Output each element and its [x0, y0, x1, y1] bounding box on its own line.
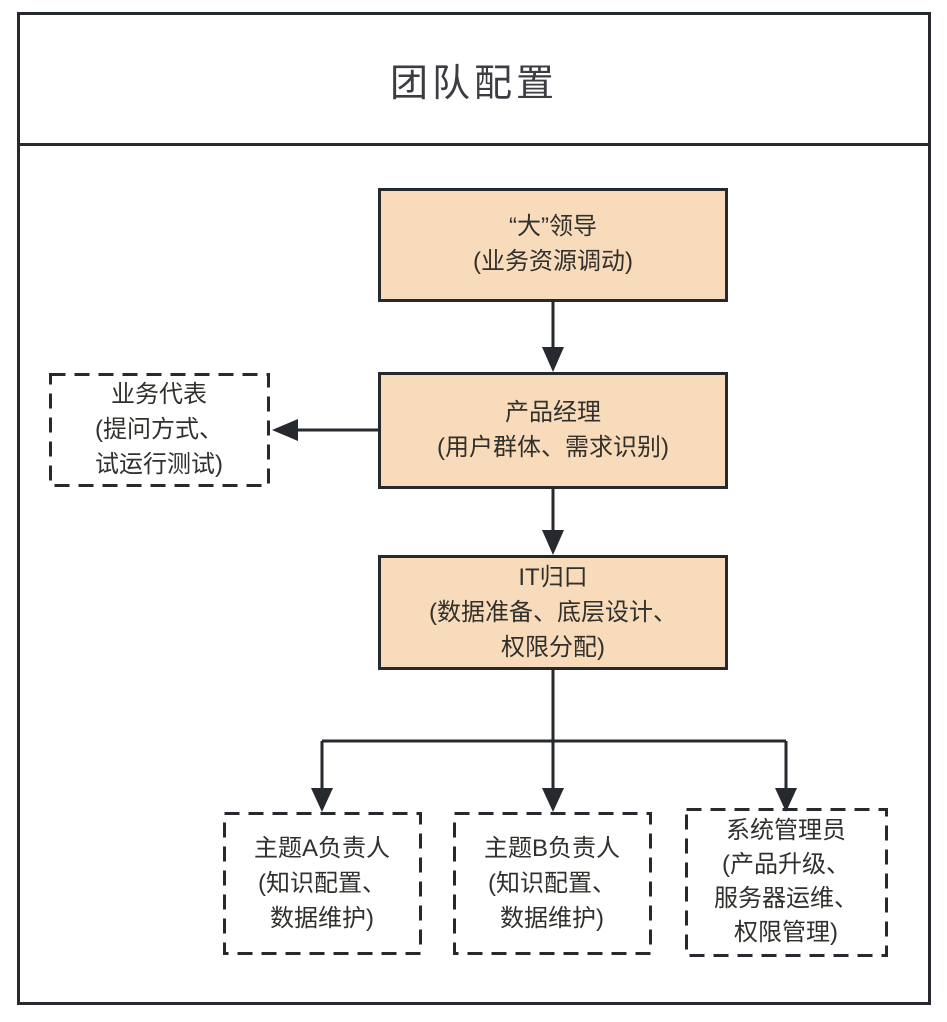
product-manager-box-shape	[378, 372, 728, 489]
arrow-down-icon	[311, 788, 333, 812]
node-sys-admin: 系统管理员 (产品升级、 服务器运维、 权限管理)	[685, 808, 887, 956]
node-line: (知识配置、	[258, 869, 386, 897]
node-line: 权限分配)	[501, 633, 605, 661]
node-it-owner: IT归口 (数据准备、底层设计、 权限分配)	[378, 555, 728, 669]
title-bar: 团队配置	[20, 15, 928, 146]
node-line: 数据维护)	[270, 904, 374, 932]
leader-box-shape	[378, 188, 728, 302]
node-line: “大”领导	[509, 213, 597, 240]
arrow-left-icon	[272, 419, 298, 441]
arrow-down-icon	[542, 347, 564, 372]
node-line: 数据维护)	[500, 904, 604, 932]
node-line: 权限管理)	[734, 919, 838, 946]
node-line: (用户群体、需求识别)	[437, 434, 669, 461]
node-line: 主题B负责人	[483, 834, 620, 862]
node-topic-b: 主题B负责人 (知识配置、 数据维护)	[453, 812, 651, 954]
topic-b-box-shape	[453, 812, 652, 955]
node-line: (业务资源调动)	[473, 248, 633, 275]
node-product-manager: 产品经理 (用户群体、需求识别)	[378, 372, 728, 488]
node-leader: “大”领导 (业务资源调动)	[378, 188, 728, 300]
business-rep-box-shape	[49, 373, 270, 487]
topic-a-box-shape	[223, 812, 422, 955]
it-owner-box-shape	[378, 555, 728, 670]
node-line: 产品经理	[505, 399, 601, 426]
node-line: (数据准备、底层设计、	[429, 598, 677, 626]
node-line: 系统管理员	[726, 817, 846, 844]
node-line: 试运行测试)	[95, 451, 223, 478]
node-line: (提问方式、	[95, 416, 223, 443]
arrow-down-icon	[542, 530, 564, 555]
node-line: 业务代表	[111, 381, 207, 408]
node-topic-a: 主题A负责人 (知识配置、 数据维护)	[223, 812, 421, 954]
arrow-down-icon	[775, 788, 797, 812]
node-line: (产品升级、	[722, 851, 850, 878]
branch-connector	[320, 669, 788, 792]
node-line: 主题A负责人	[253, 834, 390, 862]
node-line: (知识配置、	[488, 869, 616, 897]
node-business-rep: 业务代表 (提问方式、 试运行测试)	[49, 373, 269, 486]
diagram-frame: 团队配置	[17, 12, 931, 1005]
arrow-down-icon	[542, 788, 564, 812]
node-line: IT归口	[518, 563, 588, 591]
node-line: 服务器运维、	[714, 885, 858, 912]
page-title: 团队配置	[389, 62, 558, 105]
